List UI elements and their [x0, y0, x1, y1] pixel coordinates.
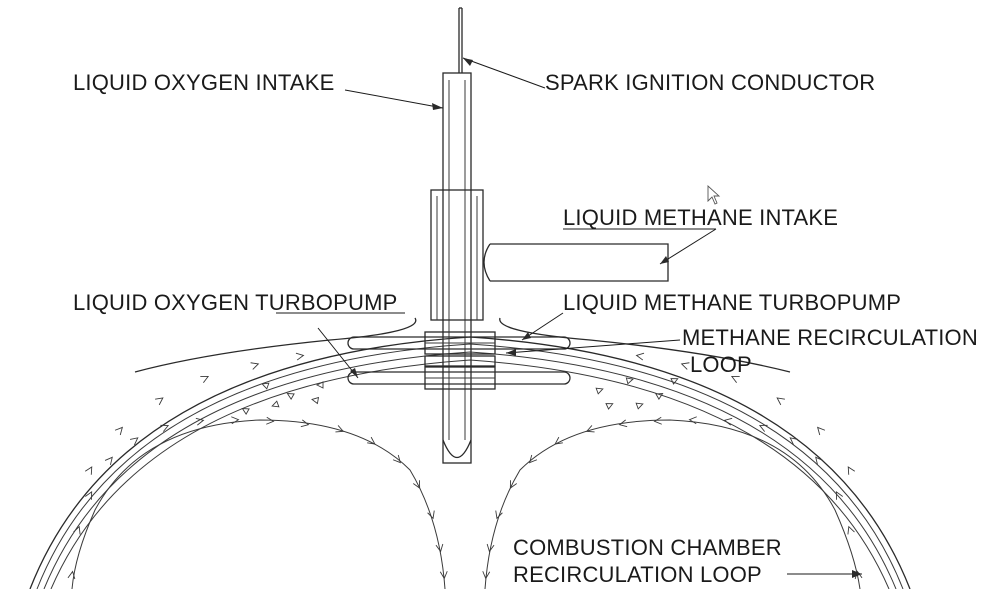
leader-arrowheads	[350, 58, 862, 578]
flow-chevron	[413, 480, 421, 489]
flow-triangle	[241, 407, 250, 415]
flow-chevron	[195, 417, 205, 426]
methane-turbopump	[347, 331, 571, 355]
flow-chevron	[73, 525, 81, 535]
lox-intake-tube	[442, 72, 472, 464]
flow-chevron	[554, 436, 563, 445]
flow-triangle	[261, 382, 270, 390]
flow-chevron	[486, 543, 495, 553]
flow-chevron	[730, 375, 740, 383]
label-recirculation-loop: RECIRCULATION LOOP	[513, 562, 762, 587]
flow-chevron	[67, 570, 76, 580]
flow-chevron	[295, 352, 305, 361]
label-methane-recirculation: METHANE RECIRCULATION	[682, 325, 978, 350]
flow-chevron	[758, 424, 768, 432]
flow-triangle	[311, 396, 320, 405]
flow-triangle	[595, 387, 604, 395]
flow-chevron	[618, 419, 628, 428]
flow-chevron	[816, 426, 826, 436]
flow-triangle	[655, 392, 664, 400]
flow-triangle	[625, 377, 634, 385]
flow-chevron	[688, 416, 697, 425]
flow-chevron	[495, 510, 503, 520]
flow-chevron	[789, 437, 799, 446]
chamber-recirculation-loop-left	[71, 419, 446, 589]
chamber-recirculation-loop-right	[484, 419, 861, 589]
flow-chevron	[129, 437, 139, 446]
spark-conductor	[458, 7, 463, 73]
flow-triangle	[635, 402, 644, 410]
label-spark-ignition-conductor: SPARK IGNITION CONDUCTOR	[545, 70, 876, 95]
label-liquid-methane-turbopump: LIQUID METHANE TURBOPUMP	[563, 290, 902, 315]
flow-chevron	[367, 436, 376, 445]
flow-chevron	[392, 454, 402, 464]
flow-chevron	[847, 466, 856, 475]
flow-chevron	[482, 571, 491, 580]
flow-triangle	[605, 403, 614, 410]
flow-chevron	[509, 480, 517, 489]
flow-triangle	[271, 400, 280, 408]
lox-flow-arrows	[241, 377, 679, 415]
flow-chevron	[680, 362, 690, 370]
flow-chevron	[84, 466, 93, 475]
flow-chevron	[335, 425, 345, 433]
leader-lines	[276, 57, 862, 575]
flow-chevron	[653, 416, 662, 425]
flow-triangle	[315, 381, 324, 389]
flow-chevron	[200, 375, 210, 383]
dome-flare	[134, 317, 791, 373]
flow-chevron	[835, 491, 843, 500]
flow-chevron	[635, 352, 645, 361]
flow-chevron	[300, 419, 310, 428]
flow-chevron	[776, 397, 785, 406]
flow-triangle	[670, 378, 679, 385]
flow-chevron	[854, 570, 863, 580]
flow-chevron	[114, 426, 124, 436]
flow-chevron	[231, 416, 240, 425]
flow-chevron	[815, 456, 824, 466]
flow-chevron	[847, 525, 855, 535]
label-methane-recirculation-loop: LOOP	[690, 352, 752, 377]
label-liquid-oxygen-turbopump: LIQUID OXYGEN TURBOPUMP	[73, 290, 398, 315]
flow-chevron	[266, 416, 275, 425]
flow-chevron	[155, 397, 164, 406]
label-combustion-chamber: COMBUSTION CHAMBER	[513, 535, 782, 560]
flow-chevron	[435, 543, 444, 553]
flow-chevron	[160, 424, 170, 432]
flow-chevron	[439, 571, 448, 580]
flow-triangle	[286, 392, 295, 400]
flow-chevron	[427, 510, 435, 520]
methane-intake-pipe	[483, 243, 669, 282]
flow-chevron	[104, 456, 113, 466]
pump-housing	[430, 189, 484, 321]
oxygen-turbopump	[347, 355, 571, 390]
flow-chevron	[528, 454, 538, 464]
label-liquid-methane-intake: LIQUID METHANE INTAKE	[563, 205, 839, 230]
mouse-pointer-icon	[707, 184, 721, 205]
flow-arrows	[67, 352, 863, 580]
flow-chevron	[250, 362, 260, 370]
flow-chevron	[585, 425, 595, 433]
flow-chevron	[85, 491, 93, 500]
flow-chevron	[723, 417, 733, 426]
label-liquid-oxygen-intake: LIQUID OXYGEN INTAKE	[73, 70, 335, 95]
